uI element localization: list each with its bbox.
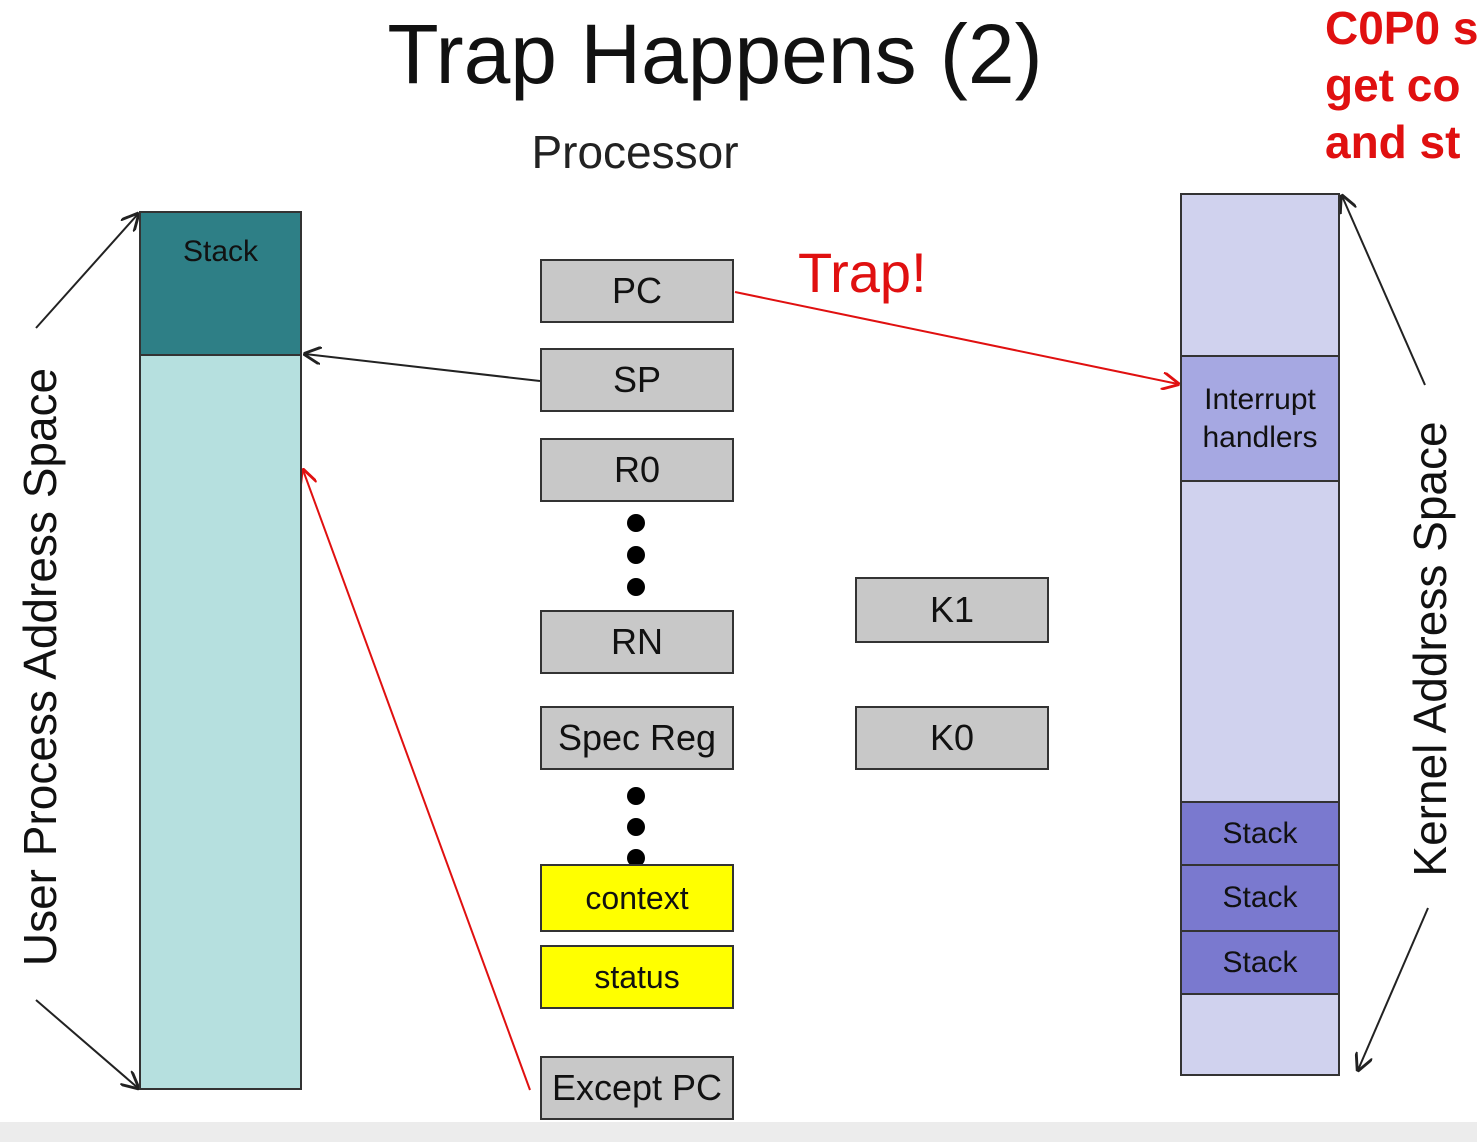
kernel-space-top-arrow [1342, 196, 1426, 386]
interrupt-handlers-label: Interrupt handlers [1202, 382, 1318, 454]
except-pc-register: Except PC [540, 1056, 734, 1120]
interrupt-handlers-segment: Interrupt handlers [1180, 355, 1340, 482]
user-space-top-arrow [35, 214, 138, 329]
status-register: status [540, 945, 734, 1009]
ellipsis-dot [627, 514, 645, 532]
kernel-stack-segment: Stack [1180, 930, 1340, 995]
trap-arrow [734, 291, 1178, 384]
except-pc-arrow [303, 470, 531, 1091]
user-space-label: User Process Address Space [14, 367, 66, 967]
corner-note: C0P0 s get co and st [1325, 0, 1477, 171]
k0-register: K0 [855, 706, 1049, 770]
user-address-space [139, 211, 302, 1090]
context-register: context [540, 864, 734, 932]
rn-register: RN [540, 610, 734, 674]
pc-register: PC [540, 259, 734, 323]
kernel-space-label: Kernel Address Space [1404, 421, 1456, 877]
trap-label: Trap! [798, 241, 927, 304]
corner-note-line: C0P0 s [1325, 2, 1477, 54]
ellipsis-dot [627, 818, 645, 836]
sp-register: SP [540, 348, 734, 412]
kernel-space-bottom-arrow [1358, 907, 1429, 1070]
kernel-stack-segment: Stack [1180, 801, 1340, 866]
ellipsis-dot [627, 546, 645, 564]
spec-reg-register: Spec Reg [540, 706, 734, 770]
processor-label: Processor [531, 126, 739, 178]
slide-title: Trap Happens (2) [387, 7, 1043, 101]
bottom-bar [0, 1122, 1477, 1142]
r0-register: R0 [540, 438, 734, 502]
sp-pointer-arrow [305, 354, 541, 382]
corner-note-line: get co [1325, 59, 1461, 111]
ellipsis-dot [627, 849, 645, 867]
kernel-stack-label: Stack [1222, 881, 1298, 914]
k1-register: K1 [855, 577, 1049, 643]
ellipsis-dot [627, 787, 645, 805]
user-space-bottom-arrow [35, 999, 138, 1088]
user-stack-segment: Stack [139, 211, 302, 356]
kernel-stack-segment: Stack [1180, 864, 1340, 932]
ellipsis-dot [627, 578, 645, 596]
kernel-stack-label: Stack [1222, 945, 1298, 979]
corner-note-line: and st [1325, 116, 1461, 168]
user-stack-label: Stack [182, 235, 259, 268]
kernel-stack-label: Stack [1222, 816, 1298, 850]
